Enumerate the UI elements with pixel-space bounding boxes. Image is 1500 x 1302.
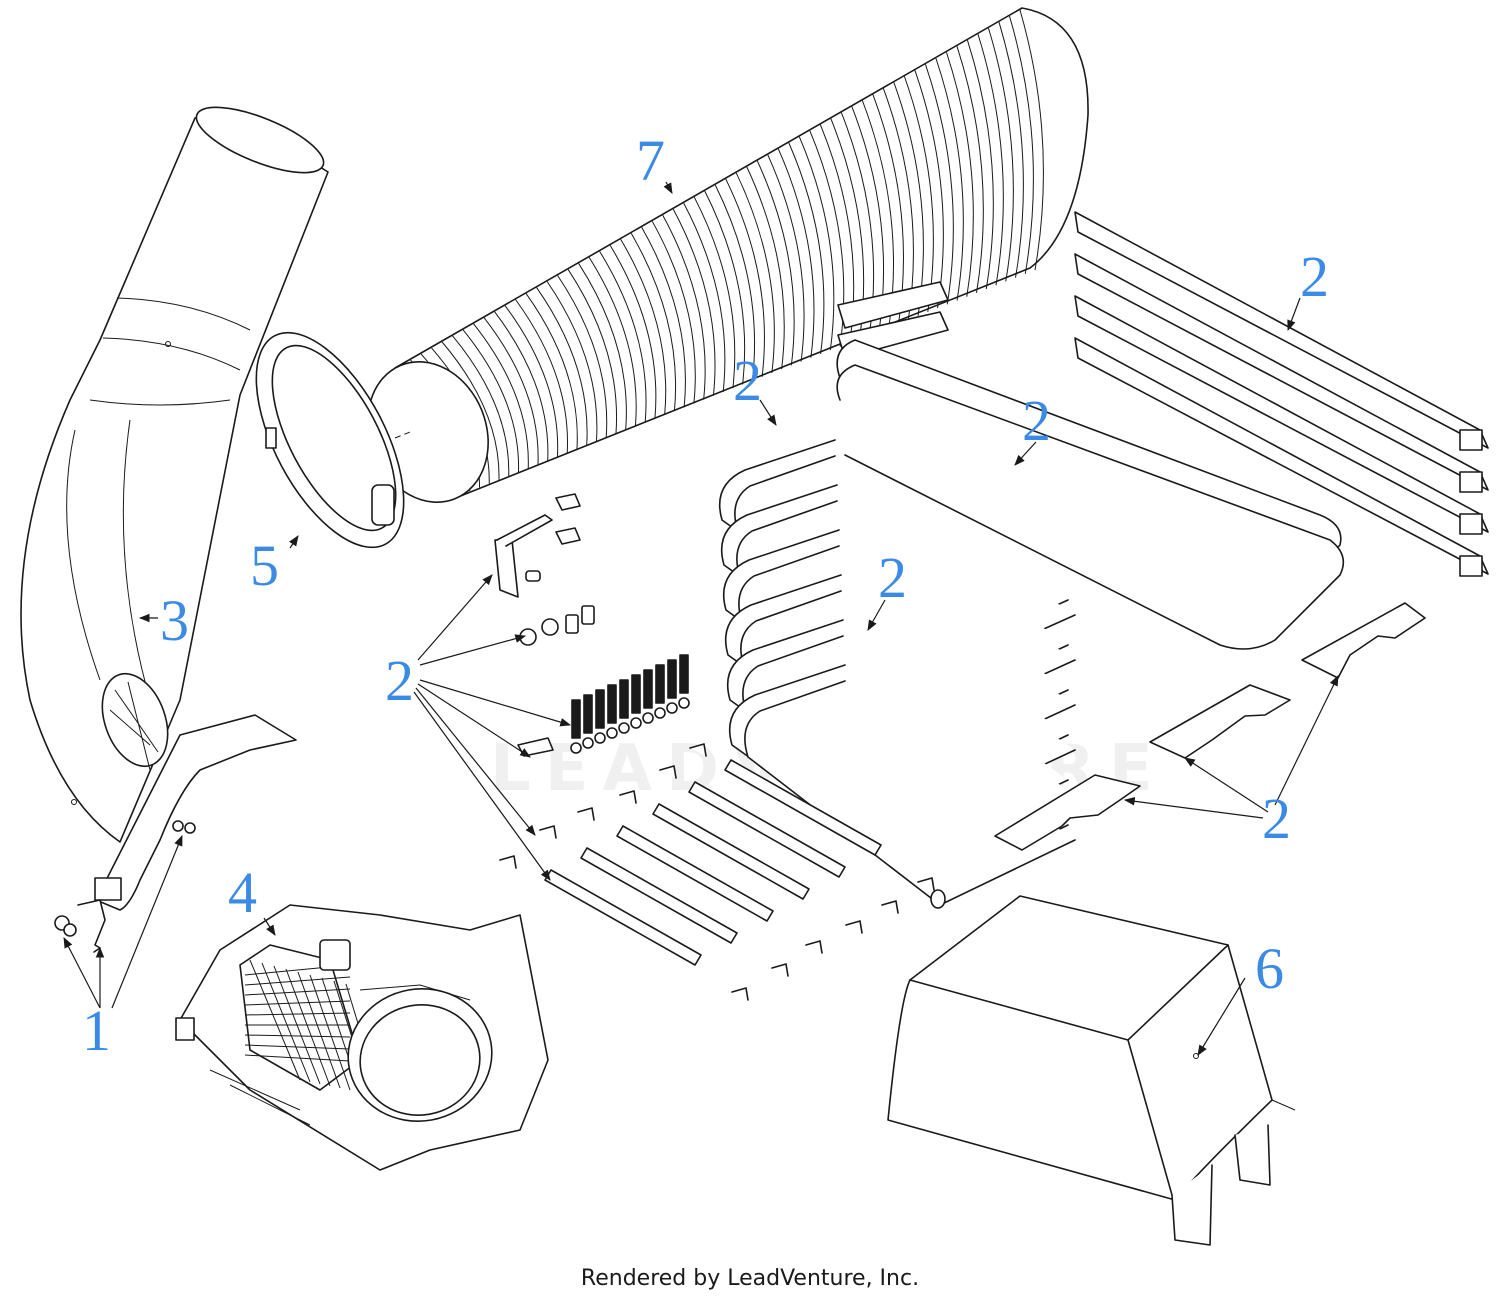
side-rails — [1074, 211, 1489, 577]
callout-4: 4 — [228, 860, 257, 925]
discharge-chute — [20, 106, 329, 911]
grass-bag — [887, 895, 1296, 1246]
callout-2-rails: 2 — [1300, 244, 1329, 309]
callout-2-tubes: 2 — [878, 545, 907, 610]
callout-5: 5 — [250, 533, 279, 598]
render-credit: Rendered by LeadVenture, Inc. — [580, 1266, 920, 1291]
callout-6: 6 — [1255, 936, 1284, 1001]
callout-2-hardware: 2 — [385, 648, 414, 713]
callout-3: 3 — [160, 588, 189, 653]
callout-2-plates: 2 — [1262, 786, 1291, 851]
callout-2-u-frame: 2 — [733, 348, 762, 413]
hose-clamp-ring — [255, 331, 405, 549]
frame-tube-assembly — [718, 281, 1345, 909]
callout-7: 7 — [636, 128, 665, 193]
callout-1: 1 — [82, 998, 111, 1063]
blower-housing — [175, 904, 549, 1171]
hardware-kit-1 — [54, 820, 196, 1009]
loose-hardware — [494, 493, 935, 1001]
brace-plates — [994, 602, 1426, 851]
callout-2-back-frame: 2 — [1022, 388, 1051, 453]
